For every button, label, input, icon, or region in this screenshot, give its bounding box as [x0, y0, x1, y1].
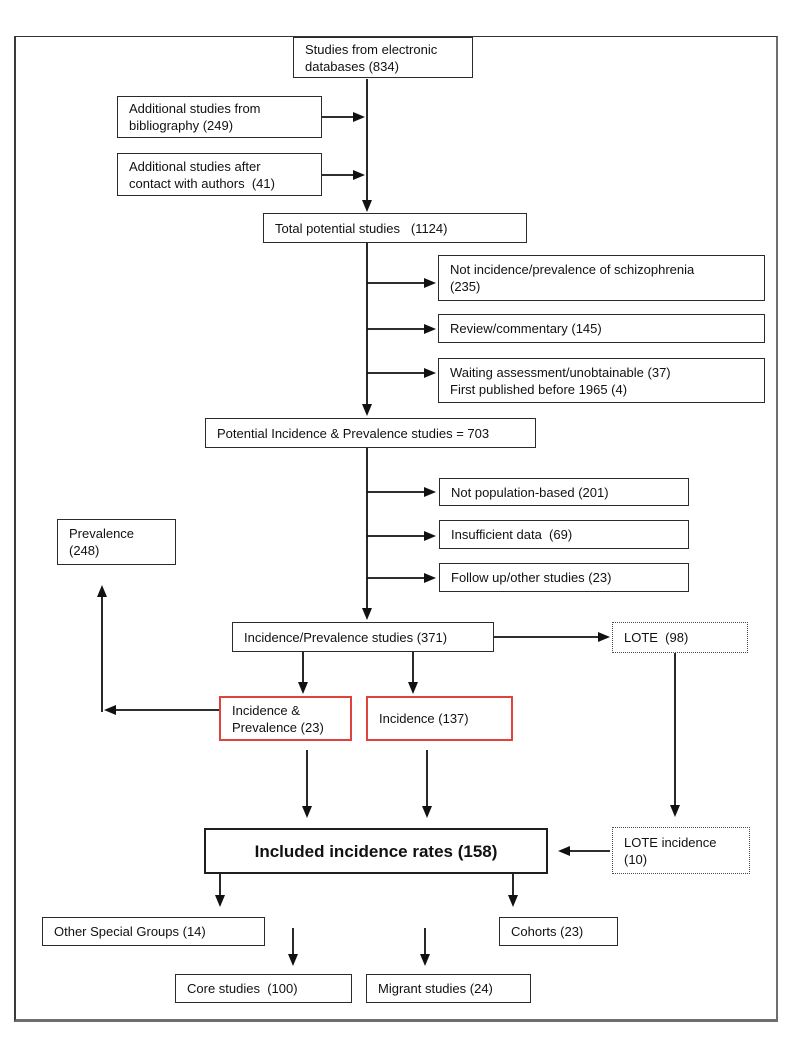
node-excluded-waiting-assessment: Waiting assessment/unobtainable (37) Fir… [438, 358, 765, 403]
node-excluded-not-incidence-prevalence: Not incidence/prevalence of schizophreni… [438, 255, 765, 301]
node-lote-incidence-10: LOTE incidence (10) [612, 827, 750, 874]
node-total-potential: Total potential studies (1124) [263, 213, 527, 243]
node-core-studies-100: Core studies (100) [175, 974, 352, 1003]
node-studies-electronic: Studies from electronic databases (834) [293, 37, 473, 78]
node-excluded-review-commentary: Review/commentary (145) [438, 314, 765, 343]
node-other-special-groups-14: Other Special Groups (14) [42, 917, 265, 946]
node-excluded-insufficient-data: Insufficient data (69) [439, 520, 689, 549]
node-additional-bibliography: Additional studies from bibliography (24… [117, 96, 322, 138]
node-excluded-follow-up-other: Follow up/other studies (23) [439, 563, 689, 592]
node-included-incidence-rates-158: Included incidence rates (158) [204, 828, 548, 874]
node-potential-ip-703: Potential Incidence & Prevalence studies… [205, 418, 536, 448]
outer-border [14, 36, 778, 1022]
node-excluded-not-population-based: Not population-based (201) [439, 478, 689, 506]
node-incidence-prevalence-studies-371: Incidence/Prevalence studies (371) [232, 622, 494, 652]
node-incidence-and-prevalence-23: Incidence & Prevalence (23) [219, 696, 352, 741]
node-cohorts-23: Cohorts (23) [499, 917, 618, 946]
node-lote-98: LOTE (98) [612, 622, 748, 653]
node-incidence-137: Incidence (137) [366, 696, 513, 741]
node-migrant-studies-24: Migrant studies (24) [366, 974, 531, 1003]
node-prevalence-248: Prevalence (248) [57, 519, 176, 565]
node-additional-authors: Additional studies after contact with au… [117, 153, 322, 196]
